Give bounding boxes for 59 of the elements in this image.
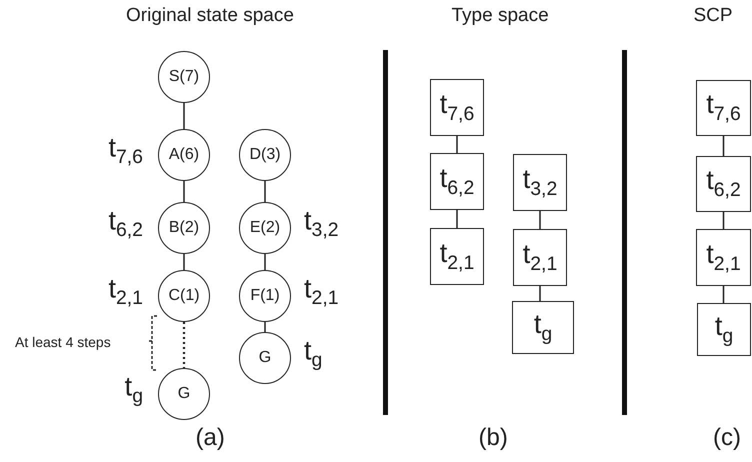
type-annotation: t$_{3,2}$ (304, 207, 339, 241)
type-label: t$_{2,1}$ (522, 240, 558, 274)
state-label: G (178, 386, 190, 402)
type-label: t$_{g}$ (534, 310, 552, 344)
state-label: S(7) (168, 69, 200, 85)
state-label: C(1) (168, 288, 200, 304)
type-label: t$_{3,2}$ (522, 166, 558, 200)
connector-line (183, 254, 185, 270)
type-label: t$_{6,2}$ (440, 164, 474, 198)
panel-caption: (b) (478, 426, 508, 450)
connector-line (539, 211, 541, 229)
state-circle (239, 129, 291, 181)
connector-line (722, 212, 724, 229)
state-label: E(2) (250, 220, 280, 236)
connector-line (722, 136, 724, 156)
type-box (512, 301, 574, 354)
type-annotation: t$_{g}$ (124, 373, 143, 407)
connector-line (264, 322, 266, 332)
state-label: F(1) (250, 288, 280, 304)
panel-heading: Original state space (126, 6, 294, 25)
type-box (697, 303, 751, 356)
type-label: t$_{7,6}$ (706, 91, 741, 125)
state-label: B(2) (168, 220, 200, 236)
state-label: D(3) (249, 147, 281, 163)
type-box (696, 80, 751, 136)
panel-heading: Type space (452, 6, 549, 25)
connector-line (722, 286, 724, 303)
type-box (430, 79, 484, 136)
state-circle (158, 51, 210, 103)
panel-caption: (a) (196, 426, 225, 450)
connector-line (183, 103, 185, 129)
type-annotation: t$_{2,1}$ (108, 275, 143, 309)
type-annotation: t$_{7,6}$ (108, 134, 143, 168)
type-box (430, 228, 484, 285)
type-label: t$_{2,1}$ (440, 240, 474, 274)
connector-line (183, 181, 185, 202)
type-annotation: t$_{6,2}$ (108, 207, 143, 241)
panel-heading: SCP (694, 6, 733, 25)
type-annotation: t$_{2,1}$ (304, 275, 339, 309)
connector-line (539, 286, 541, 301)
state-label: G (258, 350, 272, 366)
type-label: t$_{2,1}$ (706, 240, 741, 274)
dotted-connector (182, 322, 186, 368)
type-box (696, 156, 751, 212)
state-label: A(6) (168, 147, 200, 163)
type-label: t$_{6,2}$ (706, 167, 741, 201)
type-label: t$_{g}$ (714, 312, 734, 346)
connector-line (264, 254, 266, 270)
panel-caption: (c) (713, 426, 741, 450)
type-label: t$_{7,6}$ (440, 90, 474, 124)
connector-line (456, 210, 458, 228)
type-box (513, 154, 567, 211)
bracket-label: At least 4 steps (15, 335, 111, 349)
connector-line (264, 181, 266, 202)
type-box (513, 229, 567, 286)
type-box (430, 153, 484, 210)
type-box (696, 229, 751, 286)
type-annotation: t$_{g}$ (304, 337, 322, 371)
connector-line (456, 136, 458, 153)
